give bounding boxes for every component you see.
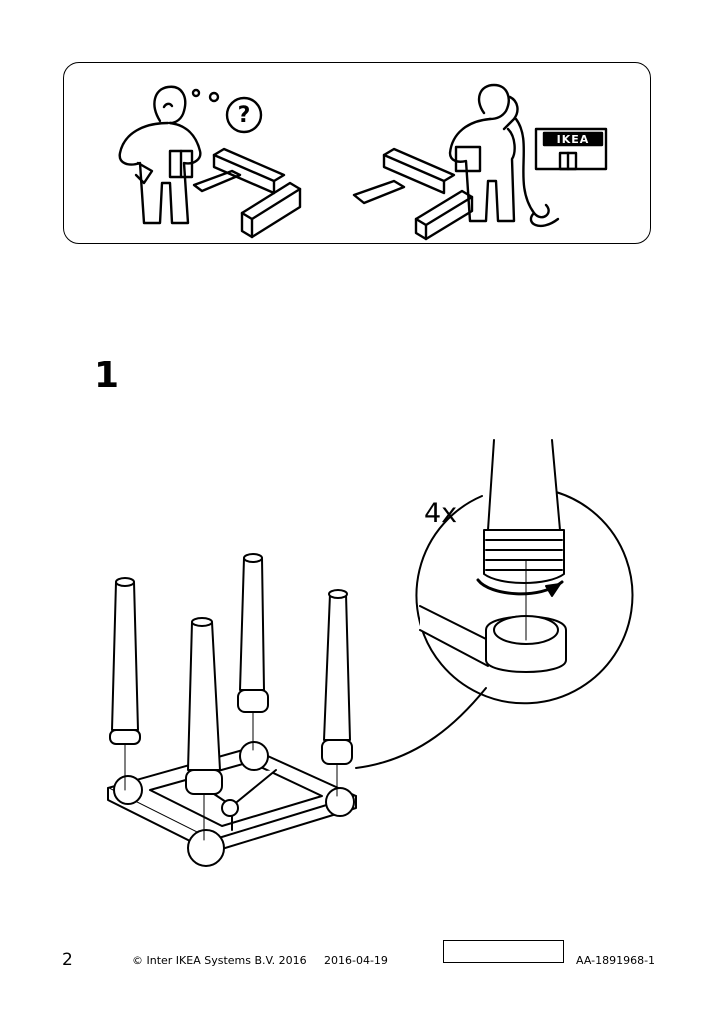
blank-box — [443, 940, 564, 963]
quantity-label: 4x — [424, 498, 457, 529]
boards-icon — [352, 147, 474, 241]
copyright-text: © Inter IKEA Systems B.V. 2016 — [132, 954, 307, 967]
help-panel: ? IKEA — [63, 62, 651, 244]
document-code: AA-1891968-1 — [576, 954, 656, 967]
step-illustration: 4x — [0, 420, 714, 890]
detail-callout-icon — [355, 439, 634, 769]
phone-call-person-icon — [448, 83, 560, 228]
question-mark-glyph: ? — [238, 103, 251, 128]
store-sign-text: IKEA — [557, 133, 590, 146]
page-number: 2 — [62, 950, 73, 970]
stool-leg-icon — [321, 589, 353, 797]
stool-leg-icon — [109, 577, 141, 791]
ikea-store-icon — [534, 127, 608, 171]
stool-base-icon — [107, 741, 357, 867]
boards-icon — [192, 147, 302, 239]
footer: 2 © Inter IKEA Systems B.V. 2016 2016-04… — [0, 940, 714, 980]
step-number: 1 — [94, 355, 120, 396]
stool-leg-icon — [185, 617, 223, 841]
stool-leg-icon — [237, 553, 269, 751]
date-text: 2016-04-19 — [324, 954, 388, 967]
help-illustration: ? IKEA — [118, 83, 608, 241]
confused-person-icon — [118, 85, 263, 225]
